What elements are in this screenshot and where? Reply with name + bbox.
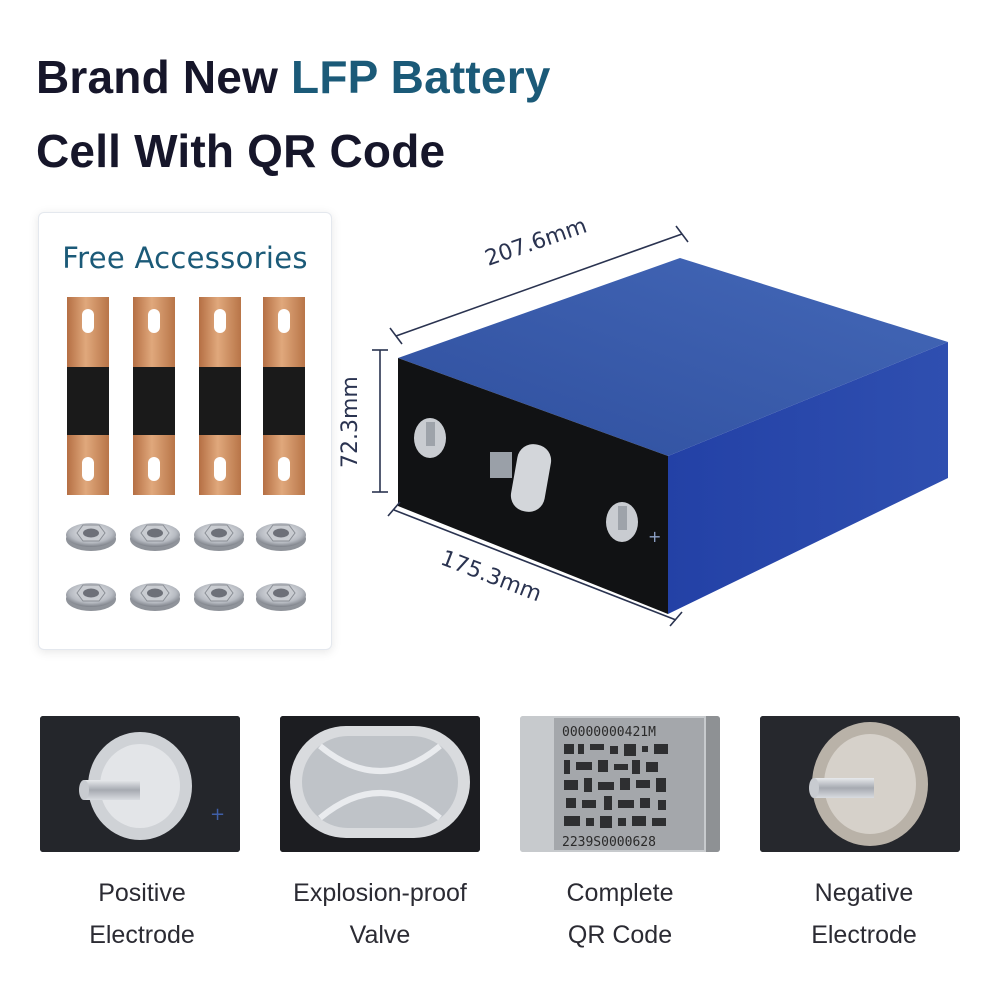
nut-image — [255, 582, 307, 612]
explosion-proof-valve — [510, 444, 552, 512]
svg-text:+: + — [210, 804, 225, 825]
nut-image — [193, 522, 245, 552]
caption-line-1: Explosion-proof — [293, 879, 467, 907]
negative-electrode-closeup — [760, 716, 960, 852]
caption-complete-qr-code: Complete QR Code — [500, 872, 740, 956]
busbar-image — [199, 297, 241, 495]
qr-code-closeup: 00000000421M 2239S0000628 — [520, 716, 720, 852]
nut-image — [65, 522, 117, 552]
caption-explosion-proof-valve: Explosion-proof Valve — [260, 872, 500, 956]
headline-line-1: Brand New LFP Battery — [36, 50, 551, 104]
accessories-card: Free Accessories — [38, 212, 332, 650]
nut-group — [61, 513, 315, 623]
caption-line-2: Valve — [349, 921, 411, 949]
headline-accent: LFP Battery — [291, 51, 551, 103]
caption-line-2: Electrode — [89, 921, 195, 949]
caption-line-1: Complete — [566, 879, 674, 907]
svg-text:2239S0000628: 2239S0000628 — [562, 835, 656, 850]
dimension-line-length — [389, 225, 689, 345]
accessories-title: Free Accessories — [62, 241, 308, 275]
nut-image — [129, 522, 181, 552]
valve-closeup — [280, 716, 480, 852]
caption-line-1: Negative — [814, 879, 914, 907]
nut-image — [255, 522, 307, 552]
dimension-line-height — [372, 349, 388, 493]
nut-image — [129, 582, 181, 612]
caption-positive-electrode: Positive Electrode — [22, 872, 262, 956]
caption-negative-electrode: Negative Electrode — [744, 872, 984, 956]
cell-side-face — [668, 342, 948, 614]
negative-terminal — [606, 502, 638, 542]
busbar-image — [263, 297, 305, 495]
busbar-image — [67, 297, 109, 495]
dimension-line-width — [387, 501, 683, 627]
nut-image — [193, 582, 245, 612]
plus-mark: + — [648, 527, 661, 546]
headline-prefix: Brand New — [36, 51, 292, 103]
height-dimension-label: 72.3mm — [338, 376, 363, 468]
positive-electrode-closeup: + — [40, 716, 240, 852]
positive-terminal — [414, 418, 446, 458]
svg-text:00000000421M: 00000000421M — [562, 725, 656, 740]
busbar-group — [65, 297, 311, 497]
caption-line-2: QR Code — [567, 921, 673, 949]
qr-code-mark — [490, 452, 512, 478]
cell-top-face — [398, 258, 948, 456]
headline-line-2: Cell With QR Code — [36, 125, 446, 177]
busbar-image — [133, 297, 175, 495]
battery-cell-illustration: + — [372, 225, 948, 627]
caption-line-1: Positive — [98, 879, 186, 907]
nut-image — [65, 582, 117, 612]
caption-line-2: Electrode — [811, 921, 917, 949]
